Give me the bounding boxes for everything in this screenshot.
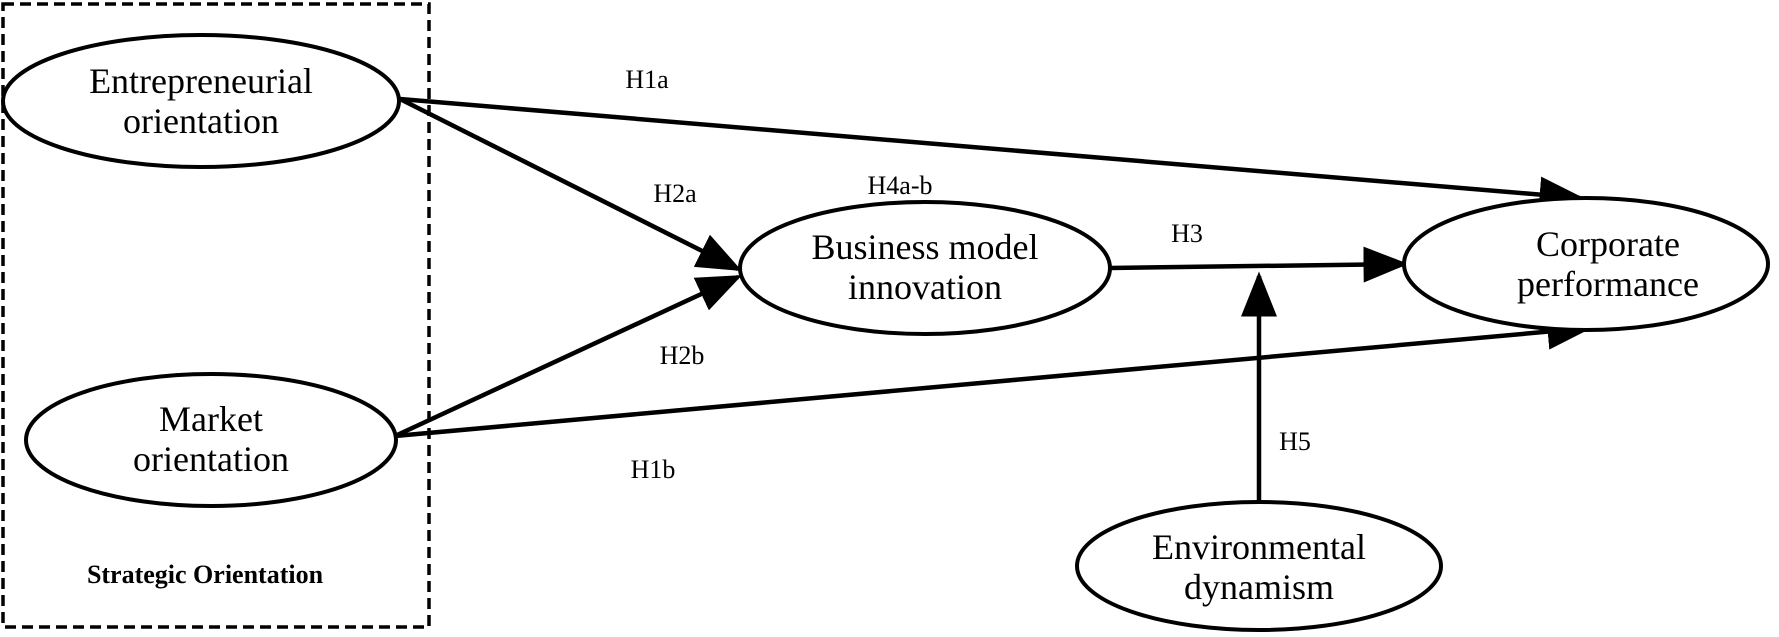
arrow-h1b-market-to-performance: [394, 313, 1593, 439]
node-environmental-dynamism: Environmental dynamism: [1075, 500, 1443, 632]
label-h1a: H1a: [625, 65, 669, 94]
node-environmental-dynamism-line2: dynamism: [1184, 567, 1334, 607]
node-market-orientation: Market orientation: [24, 372, 398, 508]
label-h1b: H1b: [631, 455, 676, 484]
node-business-model-innovation-line2: innovation: [848, 267, 1002, 307]
node-business-model-innovation-ellipse: [738, 200, 1112, 336]
strategic-orientation-label: Strategic Orientation: [87, 560, 324, 589]
arrow-h1a-entrepreneurial-to-performance: [399, 96, 1585, 213]
node-corporate-performance-line1: Corporate: [1536, 224, 1680, 264]
arrow-h2b-market-to-bmi: [394, 274, 743, 439]
node-entrepreneurial-orientation: Entrepreneurial orientation: [1, 33, 401, 169]
label-h5: H5: [1279, 427, 1311, 456]
strategic-orientation-group-box: [1, 2, 431, 629]
node-environmental-dynamism-line1: Environmental: [1152, 527, 1366, 567]
node-business-model-innovation-line1: Business model: [811, 227, 1038, 267]
arrow-h3-bmi-to-performance: [1109, 246, 1409, 283]
node-business-model-innovation: Business model innovation: [738, 200, 1112, 336]
node-market-orientation-ellipse: [24, 372, 398, 508]
node-entrepreneurial-orientation-ellipse: [1, 33, 401, 169]
label-h4a-b: H4a-b: [868, 171, 933, 200]
label-h2b: H2b: [660, 341, 705, 370]
node-corporate-performance: Corporate performance: [1402, 196, 1770, 332]
node-corporate-performance-line2: performance: [1517, 264, 1699, 304]
node-entrepreneurial-orientation-line1: Entrepreneurial: [89, 61, 313, 101]
arrow-h2a-entrepreneurial-to-bmi: [398, 96, 743, 272]
node-market-orientation-line2: orientation: [133, 439, 289, 479]
node-market-orientation-line1: Market: [159, 399, 263, 439]
node-corporate-performance-ellipse: [1402, 196, 1770, 332]
node-environmental-dynamism-ellipse: [1075, 500, 1443, 632]
label-h2a: H2a: [653, 179, 697, 208]
label-h3: H3: [1171, 219, 1203, 248]
node-entrepreneurial-orientation-line2: orientation: [123, 101, 279, 141]
